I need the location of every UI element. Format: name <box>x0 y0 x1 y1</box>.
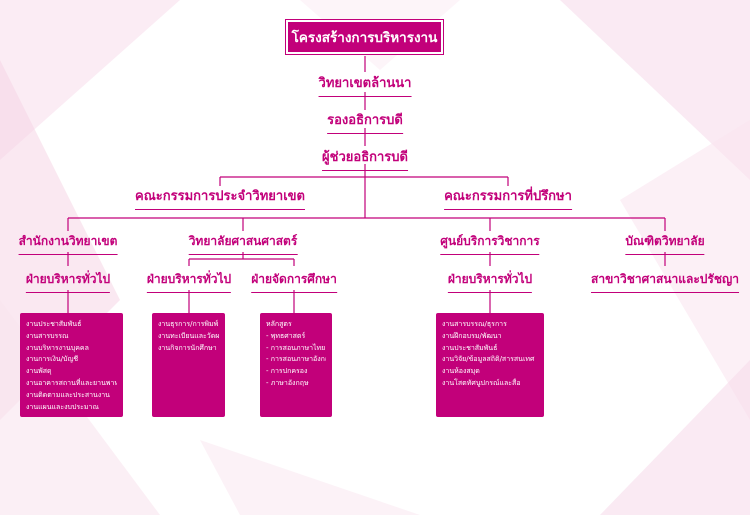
node-college-general-admin: ฝ่ายบริหารทั่วไป <box>146 270 232 293</box>
list-item: งานกิจการนักศึกษา <box>158 343 217 352</box>
list-item: งานห้องสมุด <box>442 367 480 376</box>
college-education-box: หลักสูตร - พุทธศาสตร์ - การสอนภาษาไทย - … <box>260 313 332 417</box>
list-item: งานสารบรรณ <box>26 331 69 340</box>
list-item: งานบริหารงานบุคคล <box>26 343 89 352</box>
chart-title: โครงสร้างการบริหารงาน <box>286 20 443 54</box>
node-campus: วิทยาเขตล้านนา <box>318 72 412 97</box>
list-item: งานประชาสัมพันธ์ <box>442 343 498 352</box>
node-assistant-rector: ผู้ช่วยอธิการบดี <box>322 146 408 171</box>
list-item: - ภาษาอังกฤษ <box>266 378 309 387</box>
list-item: - การสอนภาษาไทย <box>266 343 326 352</box>
node-college-education-mgmt: ฝ่ายจัดการศึกษา <box>251 270 337 293</box>
list-item: งานโสตทัศนูปกรณ์และสื่อ <box>442 378 521 387</box>
node-center-general-admin: ฝ่ายบริหารทั่วไป <box>447 270 533 293</box>
list-item: หลักสูตร <box>266 320 292 328</box>
node-campus-office: สำนักงานวิทยาเขต <box>18 232 118 255</box>
node-campus-committee: คณะกรรมการประจำวิทยาเขต <box>135 185 305 210</box>
list-item: งานพัสดุ <box>26 367 52 376</box>
office-duties-box: งานประชาสัมพันธ์ งานสารบรรณ งานบริหารงาน… <box>20 313 123 417</box>
list-item: งานแผนและงบประมาณ <box>26 402 99 411</box>
node-office-general-admin: ฝ่ายบริหารทั่วไป <box>25 270 111 293</box>
list-item: งานฝึกอบรม/พัฒนา <box>442 331 502 340</box>
college-admin-duties-box: งานธุรการ/การพิมพ์ งานทะเบียนและวัดผล งา… <box>152 313 225 417</box>
list-item: งานธุรการ/การพิมพ์ <box>158 320 219 328</box>
list-item: งานสารบรรณ/ธุรการ <box>442 320 507 328</box>
list-item: งานติดตามและประสานงาน <box>26 390 110 399</box>
list-item: - การสอนภาษาอังกฤษ <box>266 355 326 364</box>
list-item: งานอาคารสถานที่และยานพาหนะ <box>26 378 117 387</box>
list-item: - พุทธศาสตร์ <box>266 331 306 340</box>
list-item: งานวิจัย/ข้อมูลสถิติ/สารสนเทศ <box>442 355 535 364</box>
node-college-religion: วิทยาลัยศาสนศาสตร์ <box>188 232 298 255</box>
node-grad-program: สาขาวิชาศาสนาและปรัชญา <box>591 270 739 293</box>
node-academic-center: ศูนย์บริการวิชาการ <box>440 232 540 255</box>
node-graduate-school: บัณฑิตวิทยาลัย <box>625 232 705 255</box>
node-vice-rector: รองอธิการบดี <box>327 109 403 134</box>
node-advisory-committee: คณะกรรมการที่ปรึกษา <box>444 185 572 210</box>
center-admin-duties-box: งานสารบรรณ/ธุรการ งานฝึกอบรม/พัฒนา งานปร… <box>436 313 544 417</box>
list-item: งานประชาสัมพันธ์ <box>26 320 82 328</box>
list-item: งานทะเบียนและวัดผล <box>158 331 219 340</box>
list-item: งานการเงิน/บัญชี <box>26 355 79 364</box>
list-item: - การปกครอง <box>266 367 308 376</box>
